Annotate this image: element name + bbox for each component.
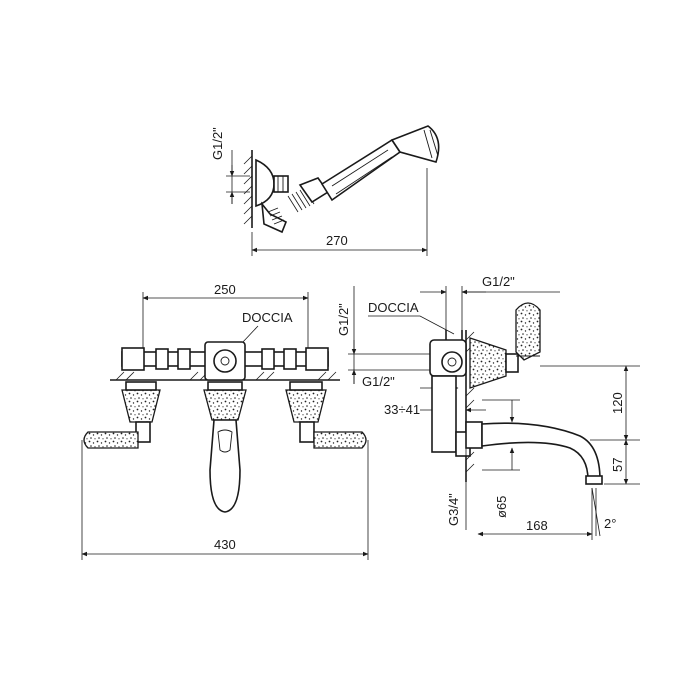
label-side-doccia: DOCCIA <box>368 300 419 315</box>
front-nut-right-a <box>261 348 275 370</box>
shower-wall-flange <box>255 158 275 208</box>
label-side-inlet-thread: G1/2" <box>362 374 395 389</box>
front-ring-left <box>125 381 157 391</box>
front-cone-center <box>203 389 247 421</box>
label-side-adjust: 33÷41 <box>384 402 420 417</box>
front-nut-right-b <box>283 348 297 370</box>
side-cone <box>469 337 507 389</box>
shower-head <box>390 125 440 163</box>
label-side-projection: 168 <box>526 518 548 533</box>
front-ring-center <box>207 381 243 391</box>
front-wall-hatch <box>115 371 337 381</box>
label-side-height: 120 <box>610 392 625 414</box>
label-shower-inlet-thread: G1/2" <box>210 127 225 160</box>
label-side-left-thread: G1/2" <box>336 303 351 336</box>
front-handle-right <box>313 431 367 449</box>
shower-hose-coil <box>267 207 285 225</box>
side-cone-cap <box>505 353 519 373</box>
side-spout-flange <box>465 421 483 449</box>
shower-wall <box>243 150 253 228</box>
side-spout <box>481 422 601 481</box>
front-spout <box>209 419 241 513</box>
side-inlet-pipe <box>431 375 457 453</box>
side-handle <box>515 302 541 361</box>
label-side-body-thread: G3/4" <box>446 493 461 526</box>
label-side-drop: 57 <box>610 458 625 472</box>
shower-handle <box>320 138 402 202</box>
shower-head-view: G1/2" 270 <box>210 125 440 256</box>
label-side-angle: 2° <box>604 516 616 531</box>
front-diverter-knob <box>213 349 237 373</box>
front-view: 250 DOCCIA <box>81 282 369 560</box>
front-handle-left <box>83 431 139 449</box>
front-cone-right <box>285 389 327 423</box>
shower-hose-stub <box>260 201 288 234</box>
side-diverter-knob <box>441 351 463 373</box>
front-nut-left-a <box>155 348 169 370</box>
shower-holder <box>298 177 330 204</box>
label-side-diameter: ø65 <box>494 496 509 518</box>
label-front-width: 250 <box>214 282 236 297</box>
front-ring-right <box>289 381 323 391</box>
front-cone-left <box>121 389 161 423</box>
front-spindle-right <box>299 421 315 443</box>
side-view: G1/2" DOCCIA G1/2" G1/2" 33÷41 <box>336 274 640 540</box>
label-front-total: 430 <box>214 537 236 552</box>
front-union-right <box>305 347 329 371</box>
label-side-top-thread: G1/2" <box>482 274 515 289</box>
shower-union <box>273 175 289 193</box>
front-nut-left-b <box>177 348 191 370</box>
front-union-left <box>121 347 145 371</box>
side-spout-aerator <box>585 475 603 485</box>
label-shower-length: 270 <box>326 233 348 248</box>
label-front-doccia: DOCCIA <box>242 310 293 325</box>
